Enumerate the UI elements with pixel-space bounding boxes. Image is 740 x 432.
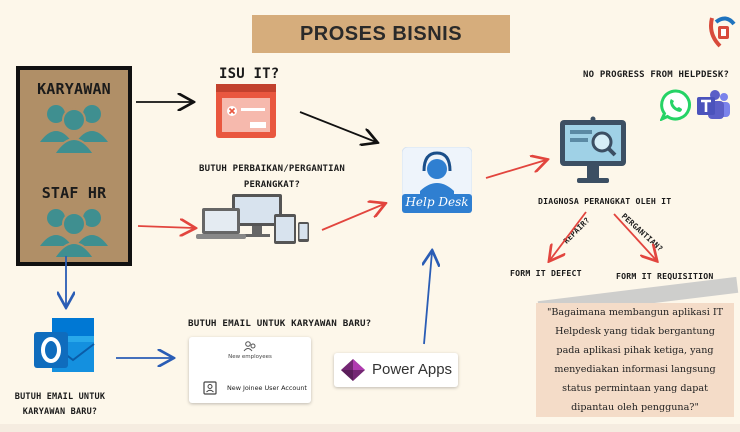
page-title: PROSES BISNIS [252,15,510,53]
actor-panel: KARYAWAN STAF HR [16,66,132,266]
need-email-center-label: BUTUH EMAIL UNTUK KARYAWAN BARU? [188,318,372,329]
new-joinee-item: New Joinee User Account [227,384,307,392]
employee-group-icon [40,105,108,154]
logo-icon [709,16,736,48]
diagnosis-label: DIAGNOSA PERANGKAT OLEH IT [538,196,672,206]
replacement-label: PERGANTIAN? [619,211,665,254]
form-requisition-label: FORM IT REQUISITION [616,271,714,281]
it-issue-label: ISU IT? [219,66,280,82]
error-window-icon [216,84,276,138]
no-progress-label: NO PROGRESS FROM HELPDESK? [583,70,730,80]
new-employees-header: New employees [228,354,272,360]
bottom-band [0,424,740,432]
whatsapp-icon [660,89,691,121]
teams-icon [697,90,730,119]
power-apps-tile[interactable]: Power Apps [334,353,458,387]
arrow-devices-to-helpdesk [321,204,384,231]
quote-box: "Bagaimana membangun aplikasi IT Helpdes… [536,303,734,417]
helpdesk-icon [402,147,472,213]
device-repair-label: BUTUH PERBAIKAN/PERGANTIAN PERANGKAT? [198,164,346,190]
helpdesk-label: Help Desk [405,195,469,209]
arrow-hr-to-devices [137,226,194,228]
employee-label: KARYAWAN [37,80,111,98]
form-defect-label: FORM IT DEFECT [510,268,582,278]
hr-staff-group-icon [40,209,108,258]
power-apps-icon [341,359,365,381]
repair-label: REPAIR? [561,215,592,246]
people-icon [243,341,256,352]
need-email-left-label: BUTUH EMAIL UNTUK KARYAWAN BARU? [14,392,106,417]
arrow-powerapps-to-helpdesk [424,252,432,345]
diagnosis-monitor-icon [560,116,626,183]
arrow-helpdesk-to-diagnosis [485,160,546,179]
devices-icon [196,194,309,244]
hr-staff-label: STAF HR [41,184,107,202]
outlook-icon [34,318,95,372]
contact-card-icon [203,381,217,395]
new-employees-card[interactable]: New employees New Joinee User Account [189,337,311,403]
arrow-issue-to-helpdesk [299,111,376,142]
power-apps-label: Power Apps [372,361,453,378]
